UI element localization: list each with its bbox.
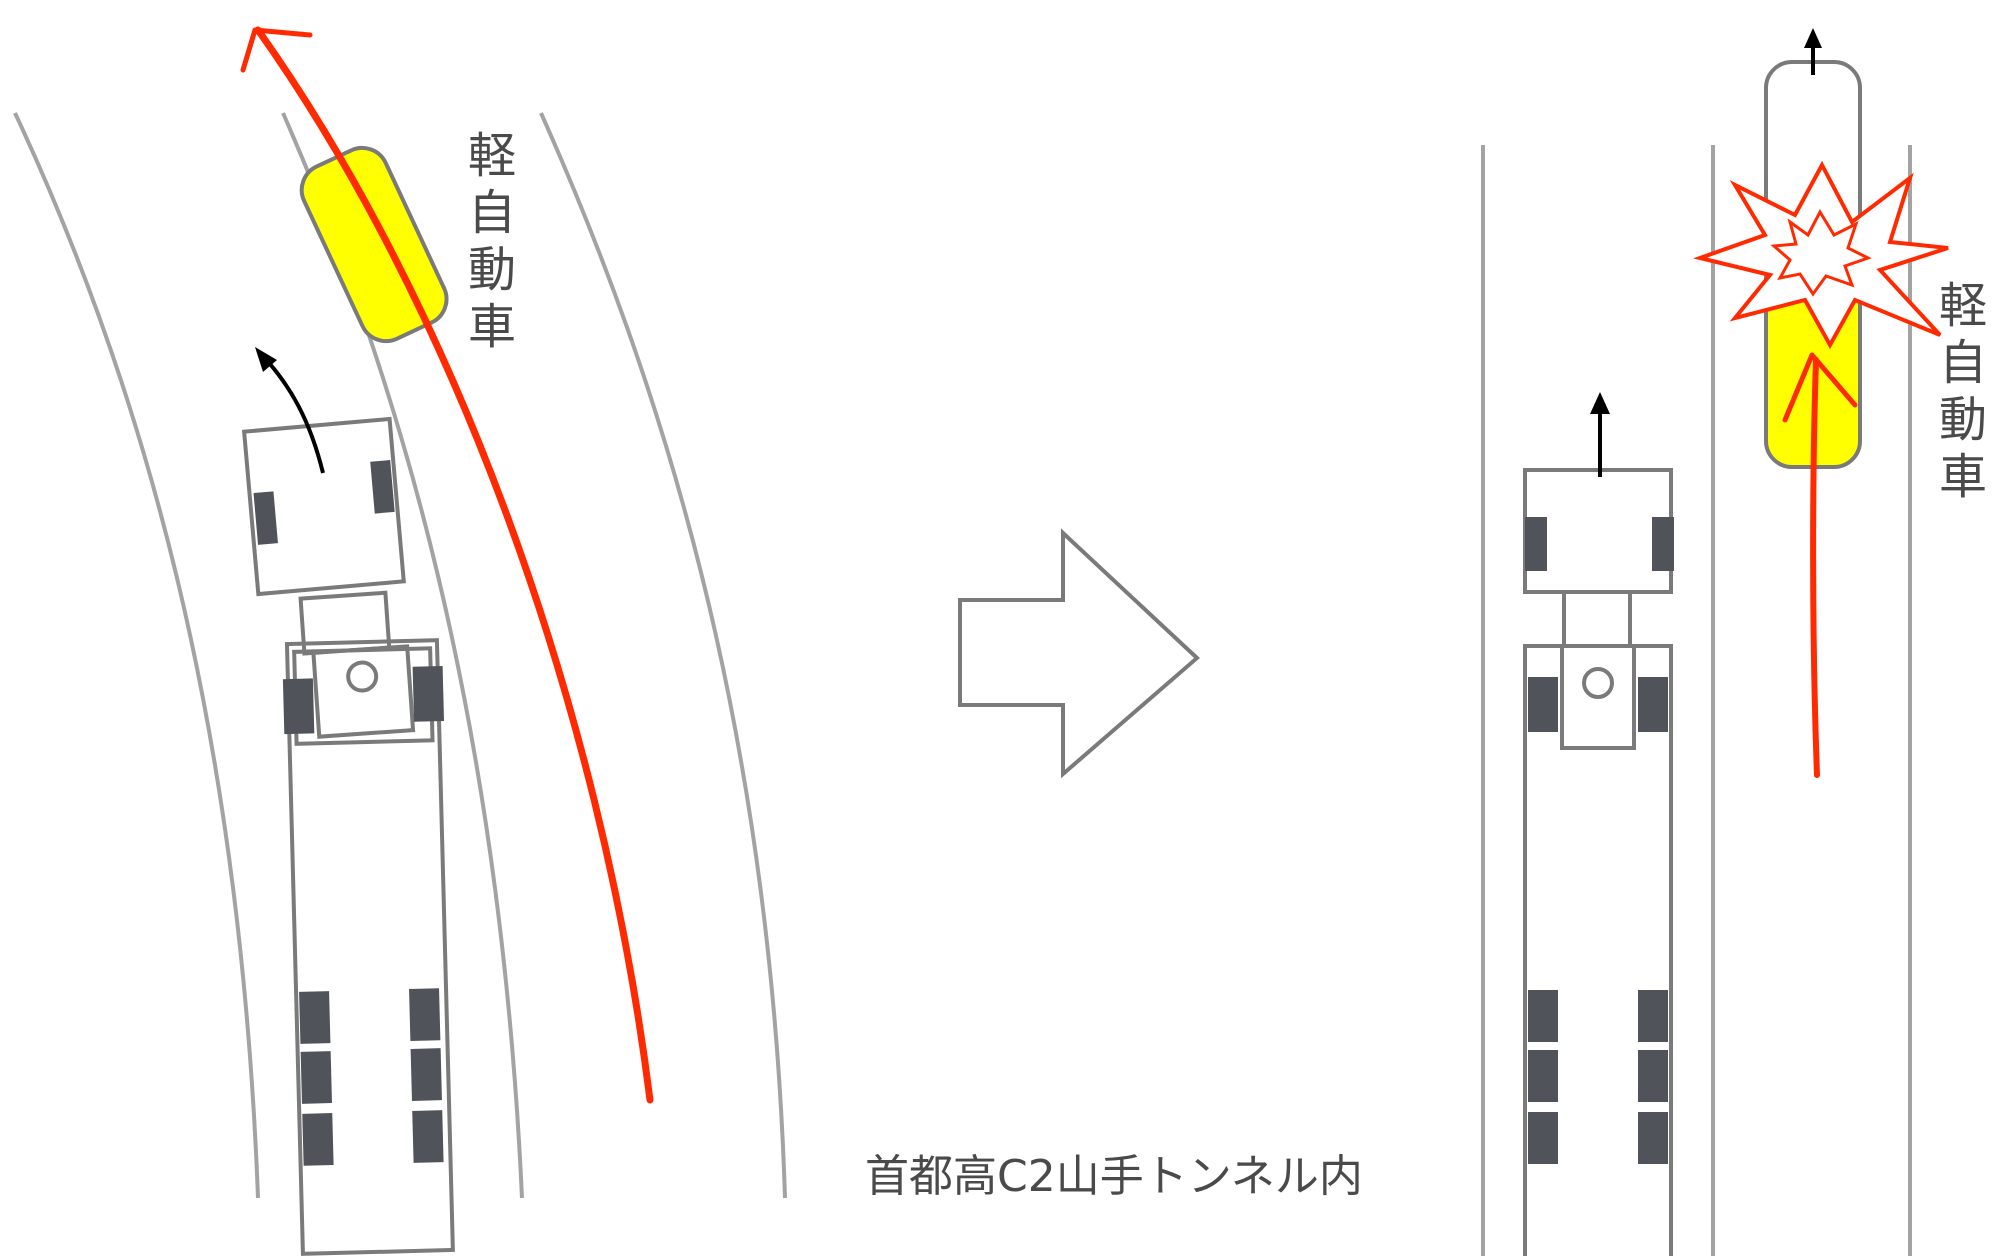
trailer-tire [1528, 1112, 1558, 1164]
kei-car-trajectory-right [1782, 352, 1858, 778]
trailer-tire [1638, 677, 1668, 732]
trailer-tire [300, 1051, 332, 1104]
trailer-tire [299, 991, 331, 1044]
left-scene [13, 26, 787, 1256]
straight-lane-lines [1481, 145, 1912, 1256]
trailer-tire [1638, 990, 1668, 1042]
trailer-tire [409, 988, 441, 1041]
truck-direction-arrow-right [1590, 392, 1610, 477]
lane-line-3 [539, 112, 787, 1199]
location-caption: 首都高C2山手トンネル内 [865, 1151, 1363, 1202]
truck-coupling [1562, 590, 1632, 650]
truck-right [1523, 468, 1674, 1256]
truck-cab [241, 416, 406, 597]
right-scene [1481, 28, 1949, 1256]
transition-arrow [958, 528, 1200, 779]
trailer-tire [410, 1048, 442, 1101]
trailer-tire [412, 666, 445, 722]
trailer-tire [1528, 1050, 1558, 1102]
trailer-tire [1638, 1050, 1668, 1102]
trailer-tire [282, 678, 315, 735]
cab-tire [1525, 517, 1547, 571]
cab-tire [370, 460, 395, 514]
kei-car-label-right: 軽自動車 [1938, 278, 1987, 505]
trailer-tire [1528, 990, 1558, 1042]
trailer-tire [1528, 677, 1558, 732]
cab-tire [1652, 517, 1674, 571]
kei-car-trajectory-left [240, 26, 654, 1104]
truck-coupling [298, 590, 416, 739]
trailer-tire [302, 1113, 334, 1166]
truck-left [241, 416, 455, 1256]
truck-trailer [282, 638, 455, 1256]
kei-car-label-left: 軽自動車 [467, 128, 516, 355]
car-ahead-direction-arrow [1804, 28, 1822, 75]
truck-direction-arrow-left [255, 347, 325, 474]
lane-line-1 [13, 112, 260, 1199]
trailer-tire [412, 1110, 444, 1163]
kei-car-left [299, 145, 449, 344]
collision-burst-icon [1692, 160, 1949, 350]
cab-tire [253, 491, 278, 545]
trailer-tire [1638, 1112, 1668, 1164]
